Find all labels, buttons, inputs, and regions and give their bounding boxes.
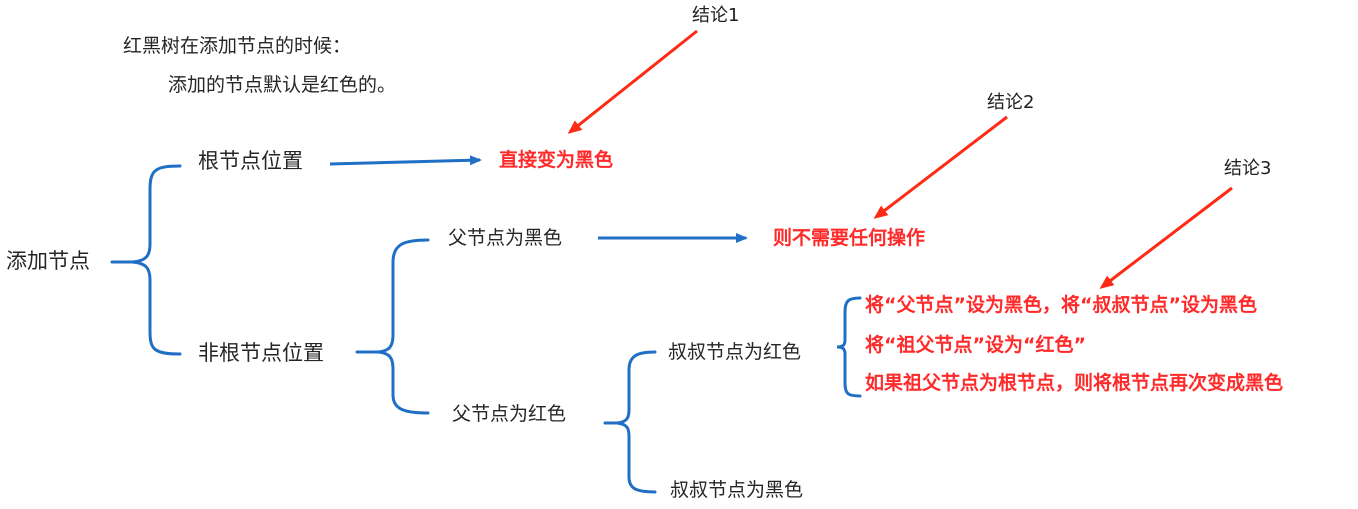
result-uncle-red-line-3: 如果祖父节点为根节点，则将根节点再次变成黑色 bbox=[865, 372, 1284, 394]
node-parent-red: 父节点为红色 bbox=[452, 403, 567, 425]
node-uncle-red: 叔叔节点为红色 bbox=[668, 341, 802, 363]
header-title: 红黑树在添加节点的时候： bbox=[123, 35, 352, 57]
result-uncle-red-line-2: 将“祖父节点”设为“红色” bbox=[865, 334, 1086, 356]
conclusion-1-label: 结论1 bbox=[692, 5, 740, 26]
conclusion-3-label: 结论3 bbox=[1224, 158, 1272, 179]
node-parent-black: 父节点为黑色 bbox=[448, 227, 563, 249]
result-root: 直接变为黑色 bbox=[499, 149, 614, 171]
bracket-root bbox=[131, 164, 182, 356]
result-parent-black: 则不需要任何操作 bbox=[773, 227, 926, 249]
result-uncle-red-line-1: 将“父节点”设为黑色，将“叔叔节点”设为黑色 bbox=[865, 294, 1257, 316]
red-arrow-conclusion-1 bbox=[567, 29, 698, 134]
bracket-parent-red bbox=[616, 350, 657, 494]
node-root-position: 根节点位置 bbox=[198, 149, 303, 173]
red-arrow-conclusion-3 bbox=[1099, 186, 1233, 289]
bracket-non-root bbox=[377, 238, 430, 415]
arrow-root-to-result bbox=[329, 155, 482, 166]
header-subtitle: 添加的节点默认是红色的。 bbox=[168, 74, 397, 96]
red-arrow-conclusion-2 bbox=[873, 115, 1008, 219]
node-add: 添加节点 bbox=[6, 249, 90, 273]
node-non-root-position: 非根节点位置 bbox=[198, 341, 324, 365]
node-uncle-black: 叔叔节点为黑色 bbox=[670, 479, 804, 501]
conclusion-2-label: 结论2 bbox=[987, 92, 1035, 113]
bracket-uncle-red bbox=[836, 296, 862, 398]
